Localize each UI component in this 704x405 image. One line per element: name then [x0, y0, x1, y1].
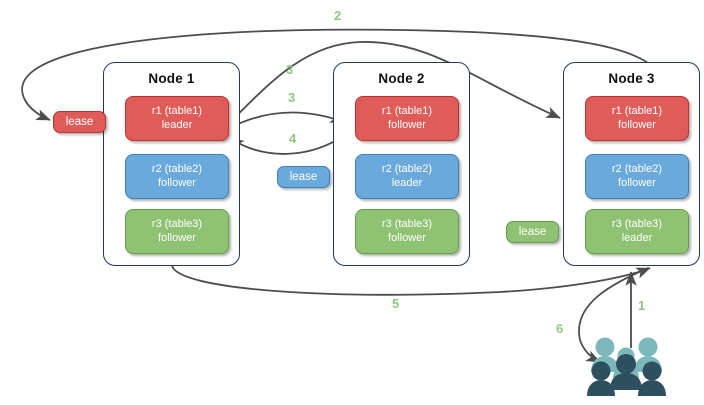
- replica-role: leader: [161, 118, 193, 131]
- replica-name: r2 (table2): [611, 163, 663, 175]
- replica-node3-r2[interactable]: r2 (table2) follower: [585, 154, 689, 199]
- node-title-3: Node 3: [608, 71, 655, 86]
- lease-badge-blue[interactable]: lease: [277, 166, 330, 188]
- step-label-3b: 3: [288, 90, 296, 105]
- replica-name: r1 (table1): [381, 105, 433, 117]
- step-label-1: 1: [638, 298, 646, 313]
- step-label-3a: 3: [286, 62, 294, 77]
- arrow-step-5: [171, 265, 651, 296]
- node-title-2: Node 2: [378, 71, 425, 86]
- step-label-2: 2: [334, 8, 342, 23]
- replica-node1-r1[interactable]: r1 (table1) leader: [125, 96, 229, 141]
- replica-name: r3 (table3): [381, 218, 433, 230]
- replica-node3-r1[interactable]: r1 (table1) follower: [585, 96, 689, 141]
- step-label-6: 6: [556, 321, 564, 336]
- replica-node2-r2[interactable]: r2 (table2) leader: [355, 154, 459, 199]
- replica-role: follower: [158, 176, 196, 189]
- replica-node3-r3[interactable]: r3 (table3) leader: [585, 209, 689, 254]
- replica-name: r2 (table2): [151, 163, 203, 175]
- replica-name: r1 (table1): [611, 105, 663, 117]
- replica-role: leader: [391, 176, 423, 189]
- step-label-5: 5: [392, 296, 400, 311]
- replica-role: follower: [388, 231, 426, 244]
- node-container-1: Node 1 r1 (table1) leader r2 (table2) fo…: [103, 62, 240, 266]
- replica-role: follower: [158, 231, 196, 244]
- lease-badge-green[interactable]: lease: [506, 221, 559, 243]
- replica-role: follower: [388, 118, 426, 131]
- replica-name: r3 (table3): [151, 218, 203, 230]
- replica-node1-r3[interactable]: r3 (table3) follower: [125, 209, 229, 254]
- node-container-3: Node 3 r1 (table1) follower r2 (table2) …: [563, 62, 700, 266]
- arrow-step-3-to-node3: [227, 41, 561, 125]
- replica-role: follower: [618, 118, 656, 131]
- replica-node1-r2[interactable]: r2 (table2) follower: [125, 154, 229, 199]
- replica-role: follower: [618, 176, 656, 189]
- lease-badge-red[interactable]: lease: [53, 111, 106, 133]
- arrow-step-2: [21, 28, 665, 121]
- replica-name: r2 (table2): [381, 163, 433, 175]
- step-label-4: 4: [289, 131, 297, 146]
- replica-node2-r1[interactable]: r1 (table1) follower: [355, 96, 459, 141]
- replica-role: leader: [621, 231, 653, 244]
- replica-name: r1 (table1): [151, 105, 203, 117]
- replica-name: r3 (table3): [611, 218, 663, 230]
- node-container-2: Node 2 r1 (table1) follower r2 (table2) …: [333, 62, 470, 266]
- node-title-1: Node 1: [148, 71, 195, 86]
- replica-node2-r3[interactable]: r3 (table3) follower: [355, 209, 459, 254]
- arrow-step-6: [578, 267, 649, 363]
